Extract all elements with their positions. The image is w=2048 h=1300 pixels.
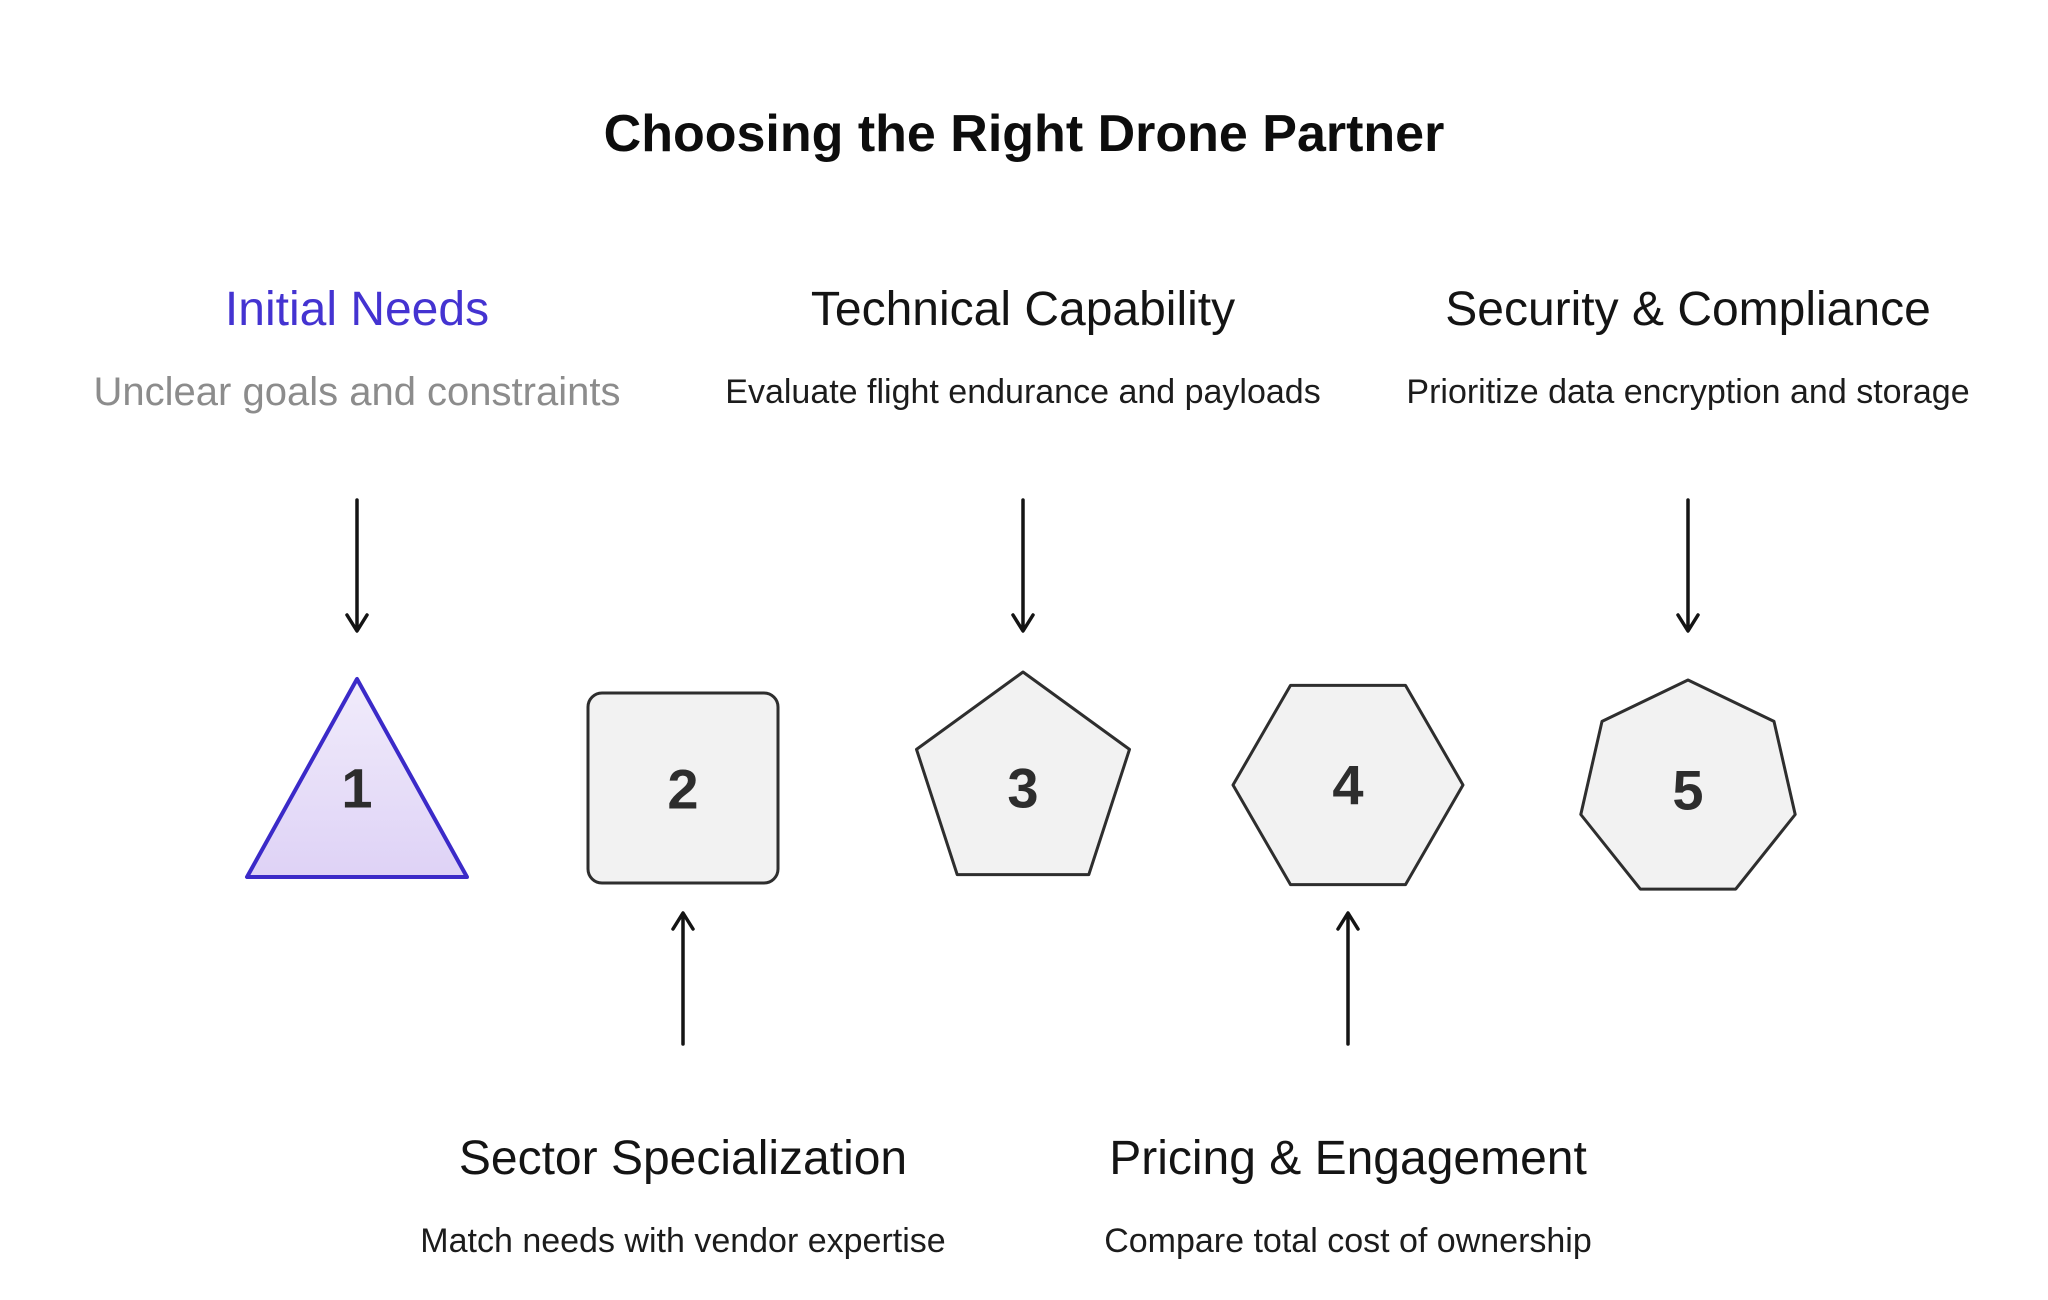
step1-label-block: Initial Needs Unclear goals and constrai… (57, 278, 657, 414)
step5-description: Prioritize data encryption and storage (1406, 373, 1970, 411)
step4-label-block: Pricing & Engagement Compare total cost … (1028, 1127, 1668, 1263)
step3-number: 3 (1007, 757, 1038, 820)
step2-label-block: Sector Specialization Match needs with v… (363, 1127, 1003, 1263)
step1-description: Unclear goals and constraints (93, 370, 621, 414)
step1-title: Initial Needs (224, 283, 490, 336)
step5-down-arrow-icon (1676, 498, 1700, 633)
step3-label-block: Technical Capability Evaluate flight end… (693, 278, 1353, 414)
step2-description: Match needs with vendor expertise (420, 1222, 946, 1260)
step4-description: Compare total cost of ownership (1104, 1222, 1592, 1260)
step3-description: Evaluate flight endurance and payloads (725, 373, 1321, 411)
step2-up-arrow-icon (671, 911, 695, 1046)
step2-number: 2 (667, 758, 698, 821)
step2-square-icon: 2 (586, 691, 780, 885)
step2-title: Sector Specialization (458, 1132, 908, 1185)
step1-down-arrow-icon (345, 498, 369, 633)
step5-title: Security & Compliance (1445, 283, 1931, 336)
step4-number: 4 (1332, 754, 1363, 817)
step5-number: 5 (1672, 759, 1703, 822)
step3-down-arrow-icon (1011, 498, 1035, 633)
page-title: Choosing the Right Drone Partner (603, 105, 1445, 163)
step4-hexagon-icon: 4 (1231, 683, 1465, 887)
step5-label-block: Security & Compliance Prioritize data en… (1358, 278, 2018, 414)
step4-title: Pricing & Engagement (1109, 1132, 1587, 1185)
step5-heptagon-icon: 5 (1579, 678, 1797, 891)
step4-up-arrow-icon (1336, 911, 1360, 1046)
step3-pentagon-icon: 3 (915, 670, 1131, 877)
step1-triangle-icon: 1 (245, 677, 469, 879)
step3-title: Technical Capability (810, 283, 1236, 336)
step1-number: 1 (341, 757, 372, 820)
